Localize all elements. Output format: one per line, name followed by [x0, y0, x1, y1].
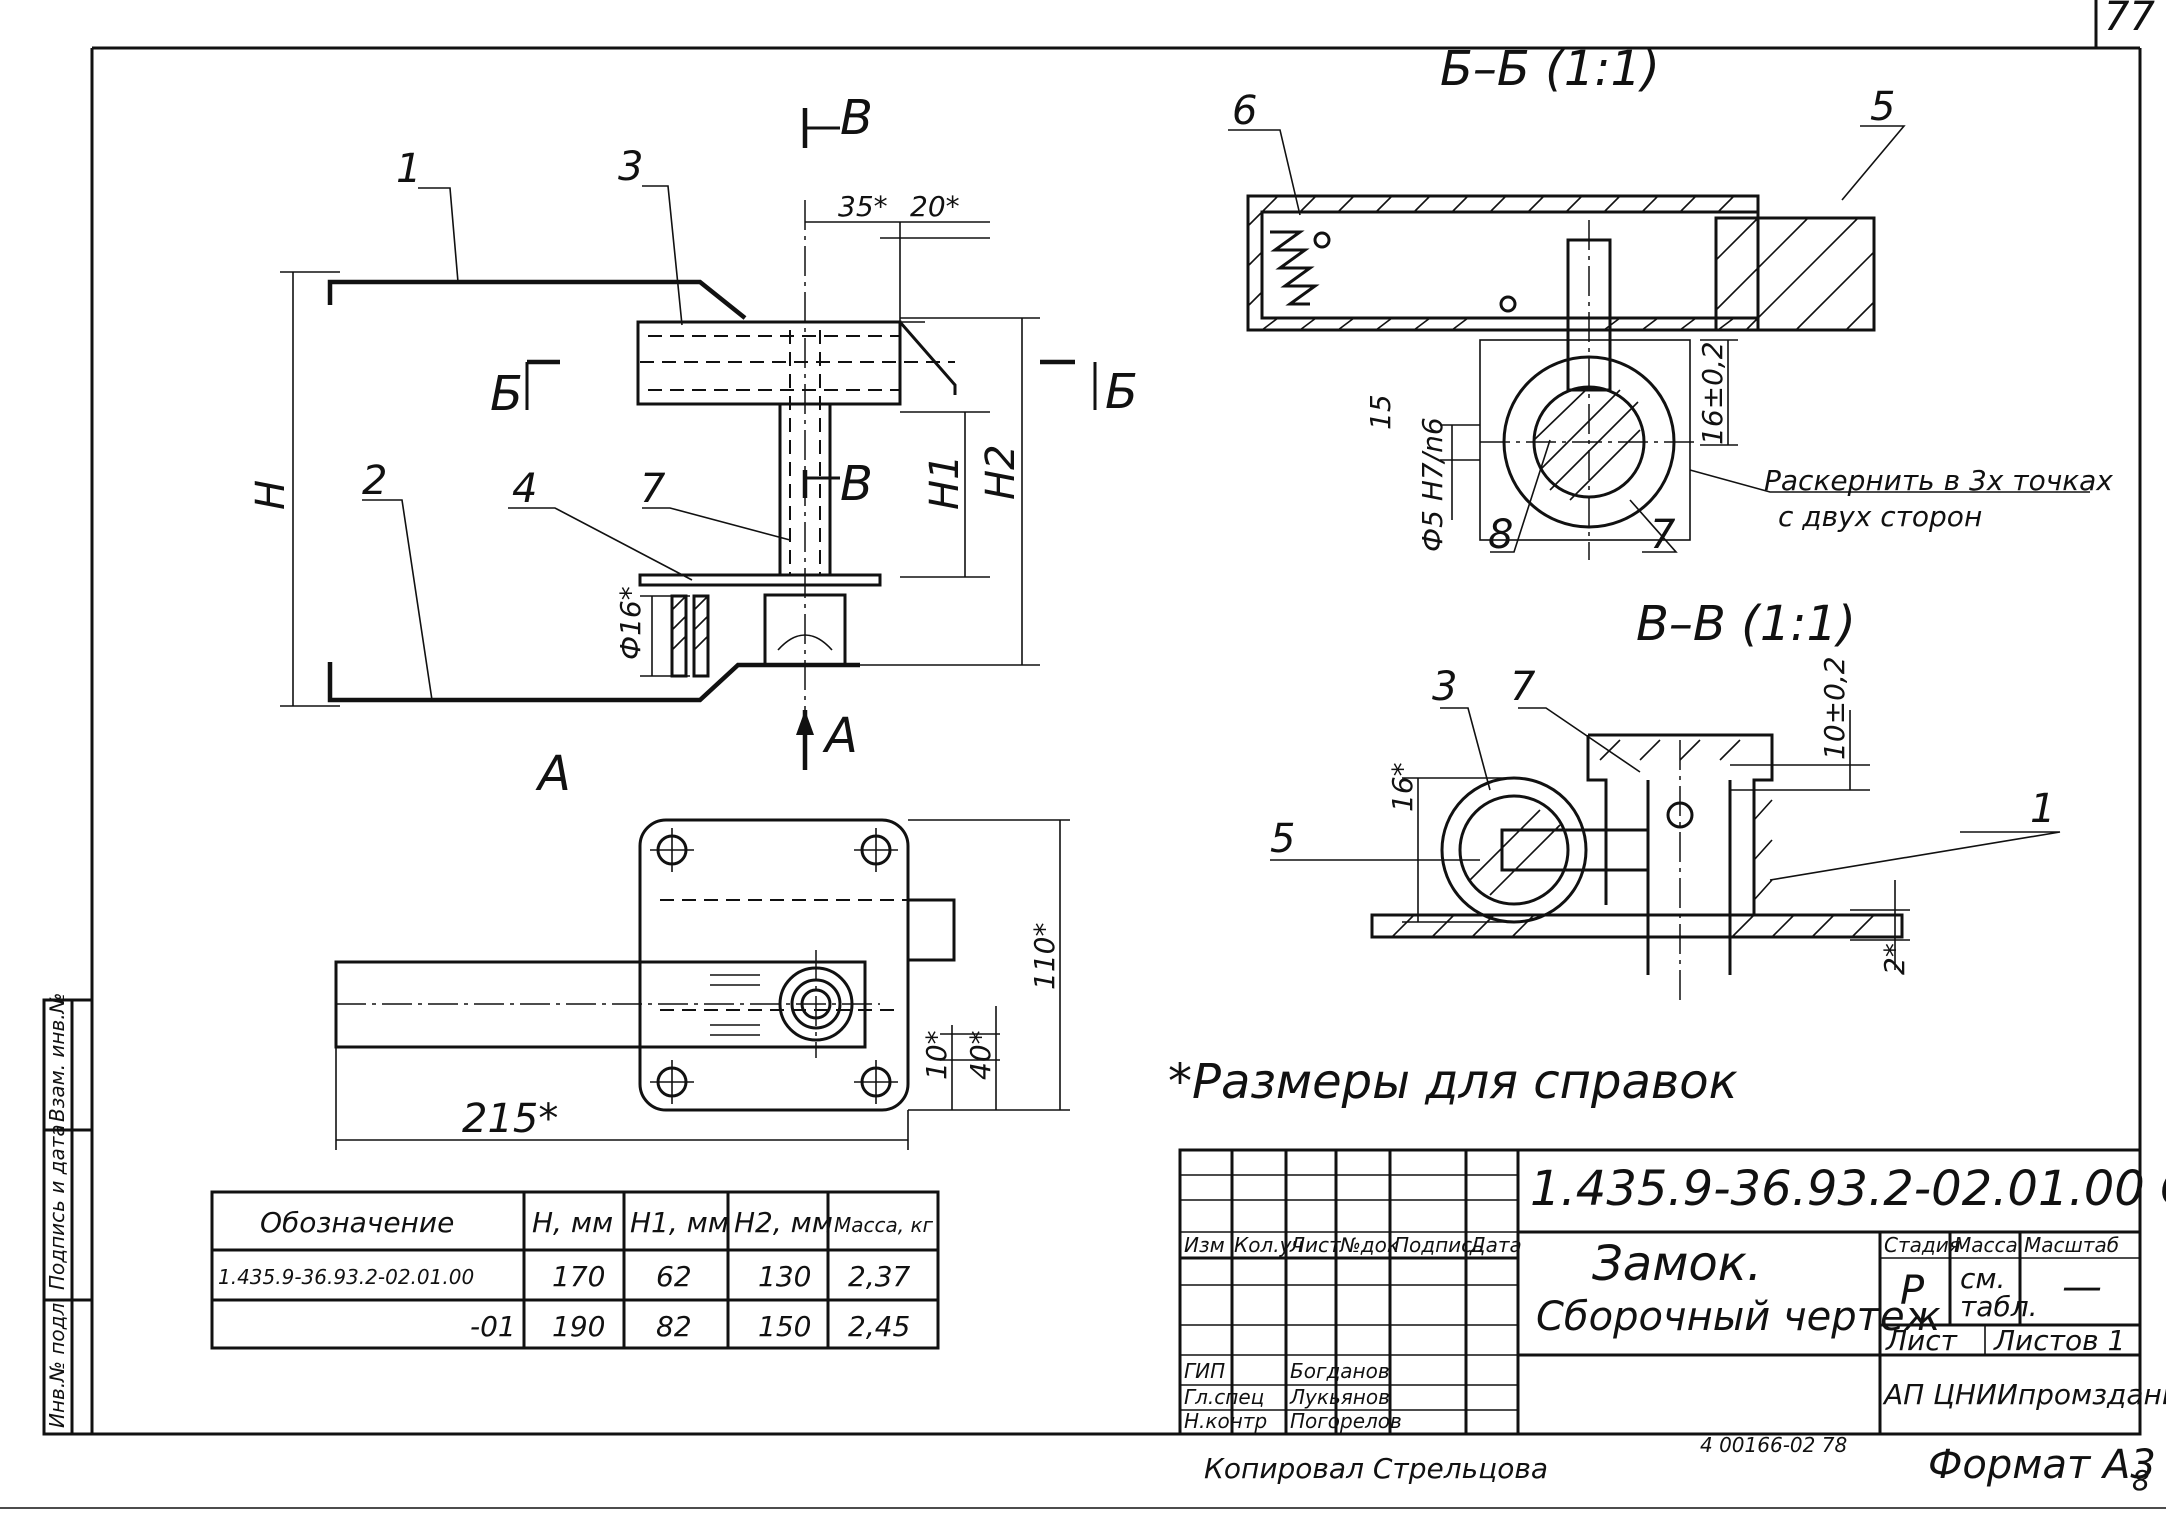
dim-20: 20*	[910, 190, 960, 223]
variants-table	[210, 1190, 940, 1350]
table-cell-r2-designation: -01	[470, 1310, 516, 1343]
table-cell-r1-h1: 62	[656, 1260, 692, 1293]
order-number: 4 00166-02 78	[1700, 1433, 1847, 1457]
part-callout-7: 7	[640, 466, 666, 512]
part-callout-7-v: 7	[1510, 664, 1536, 710]
side-stamp-replace: Взам. инв.№	[45, 993, 69, 1122]
dim-H: Н	[248, 480, 294, 510]
format-label: Формат А3	[1928, 1442, 2156, 1488]
table-cell-r1-designation: 1.435.9-36.93.2-02.01.00	[218, 1265, 474, 1289]
side-stamp-inv: Инв.№ подл.	[45, 1296, 69, 1428]
dim-H1: Н1	[922, 454, 968, 510]
table-cell-r2-h: 190	[552, 1310, 605, 1343]
table-cell-r2-h1: 82	[656, 1310, 692, 1343]
table-cell-r1-mass: 2,37	[848, 1260, 911, 1293]
mass-ref-2: табл.	[1960, 1290, 2038, 1323]
stamp-col-date: Дата	[1469, 1233, 1522, 1257]
sheet-label: Лист	[1885, 1324, 1958, 1357]
dim-16b: 16*	[1386, 762, 1419, 812]
stamp-name-gip: Богданов	[1290, 1359, 1390, 1383]
dim-phi5: Ф5 Н7/n6	[1416, 417, 1449, 552]
scale-header: Масштаб	[2024, 1233, 2119, 1257]
part-callout-4: 4	[512, 466, 537, 512]
part-callout-7-b: 7	[1650, 512, 1676, 558]
dim-40: 40*	[964, 1030, 997, 1080]
stamp-col-kol: Кол.уч	[1234, 1233, 1303, 1257]
stamp-col-doc: №док	[1339, 1233, 1399, 1257]
scale-value: —	[2062, 1264, 2102, 1310]
dim-H2: Н2	[978, 444, 1024, 500]
dim-2: 2*	[1878, 943, 1911, 975]
view-a	[334, 818, 1070, 1150]
cut-b-left: Б	[490, 366, 523, 422]
stage-value: Р	[1900, 1268, 1925, 1314]
organization: АП ЦНИИпромзданий	[1882, 1378, 2166, 1411]
title-subtitle: Сборочный чертеж	[1536, 1294, 1941, 1340]
sheets-label: Листов 1	[1993, 1324, 2125, 1357]
note-center-punch: Раскернить в 3х точках	[1764, 464, 2113, 497]
table-cell-r1-h: 170	[552, 1260, 605, 1293]
cut-v-mid: В	[840, 456, 873, 512]
title-block	[1178, 1148, 2142, 1436]
part-callout-8: 8	[1488, 512, 1513, 558]
part-callout-1-v: 1	[2030, 786, 2055, 832]
part-callout-3-v: 3	[1432, 664, 1457, 710]
title-name: Замок.	[1592, 1236, 1762, 1292]
table-header-h: Н, мм	[532, 1206, 613, 1239]
mass-header: Масса	[1954, 1233, 2018, 1257]
part-callout-6: 6	[1232, 88, 1257, 134]
copied-by: Копировал Стрельцова	[1204, 1452, 1548, 1485]
dim-35: 35*	[838, 190, 888, 223]
view-a-label: А	[535, 746, 571, 802]
dim-215: 215*	[462, 1096, 558, 1142]
mass-ref-1: см.	[1960, 1262, 2005, 1295]
part-callout-5-v: 5	[1270, 816, 1295, 862]
page-number: 77	[2104, 0, 2155, 40]
footnote-reference-dims: *Размеры для справок	[1168, 1054, 1738, 1110]
side-stamp	[42, 998, 94, 1436]
table-header-h1: Н1, мм	[630, 1206, 729, 1239]
title-code: 1.435.9-36.93.2-02.01.00 СБ	[1530, 1161, 2166, 1217]
dim-15: 15	[1364, 394, 1397, 430]
stamp-name-glspec: Лукьянов	[1289, 1385, 1390, 1409]
section-v	[1270, 707, 2061, 1000]
part-callout-5-top: 5	[1870, 84, 1895, 130]
note-center-punch-2: с двух сторон	[1778, 500, 1982, 533]
stamp-role-nkontr: Н.контр	[1184, 1409, 1267, 1433]
stamp-role-gip: ГИП	[1184, 1359, 1225, 1383]
table-header-mass: Масса, кг	[834, 1213, 934, 1237]
stamp-col-sign: Подпись	[1394, 1233, 1484, 1257]
side-stamp-sign: Подпись и дата	[45, 1124, 69, 1290]
stage-header: Стадия	[1884, 1233, 1961, 1257]
stamp-role-glspec: Гл.спец	[1184, 1385, 1264, 1409]
cut-v-top: В	[840, 90, 873, 146]
section-b	[1228, 125, 2090, 560]
table-header-h2: Н2, мм	[734, 1206, 833, 1239]
section-v-title: В–В (1:1)	[1636, 596, 1856, 652]
dim-phi16: Ф16*	[614, 586, 647, 660]
table-cell-r1-h2: 130	[758, 1260, 811, 1293]
table-header-designation: Обозначение	[260, 1206, 454, 1239]
dim-10-tol: 10±0,2	[1818, 656, 1851, 760]
stamp-name-nkontr: Погорелов	[1290, 1409, 1402, 1433]
cut-b-right: Б	[1105, 364, 1138, 420]
table-cell-r2-mass: 2,45	[848, 1310, 910, 1343]
dim-10: 10*	[920, 1030, 953, 1080]
corner-mark: 8	[2132, 1464, 2150, 1497]
arrow-a-label: А	[822, 708, 858, 764]
part-callout-2: 2	[362, 458, 387, 504]
dim-16-tol: 16±0,2	[1696, 341, 1729, 445]
part-callout-1: 1	[396, 146, 421, 192]
section-b-title: Б–Б (1:1)	[1440, 41, 1660, 97]
stamp-col-list: Лист	[1289, 1233, 1342, 1257]
part-callout-3: 3	[618, 144, 643, 190]
dim-110: 110*	[1028, 923, 1061, 990]
table-cell-r2-h2: 150	[758, 1310, 811, 1343]
main-view	[280, 108, 1097, 770]
stamp-col-izm: Изм	[1184, 1233, 1225, 1257]
